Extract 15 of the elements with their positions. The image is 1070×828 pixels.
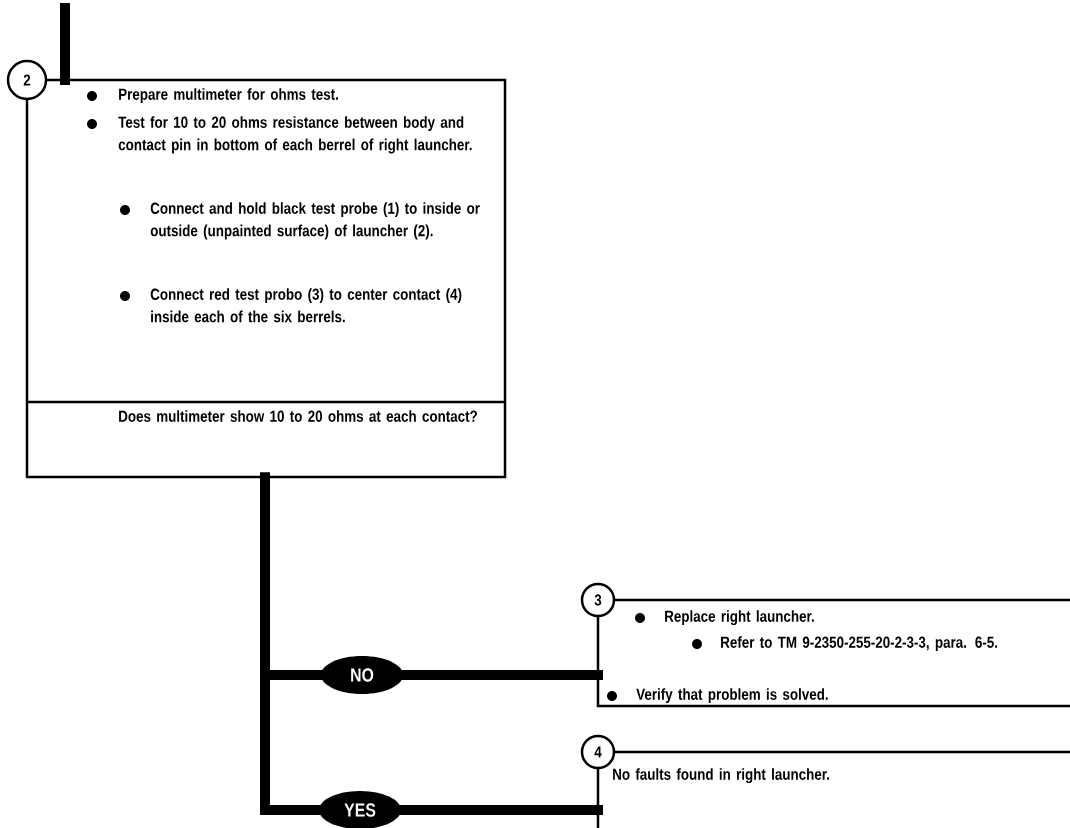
bullet-item: Prepare multimeter for ohms test. bbox=[87, 88, 338, 104]
bullet-item: Replace right launcher. bbox=[635, 610, 814, 626]
connector-line bbox=[260, 472, 603, 815]
bullet-item: Connect and hold black test probe (1) to inside or outside (unpainted surface) of launcher (2). bbox=[120, 202, 480, 240]
step-number: 3 bbox=[580, 582, 616, 618]
connector-line bbox=[60, 3, 70, 85]
bullet-item: Refer to TM 9-2350-255-20-2-3-3, para. 6-5. bbox=[692, 636, 997, 652]
question-text: No faults found in right launcher. bbox=[613, 768, 830, 784]
edge-label: YES bbox=[319, 791, 401, 828]
question-text: Does multimeter show 10 to 20 ohms at each contact? bbox=[119, 410, 477, 422]
step-number: 2 bbox=[6, 59, 48, 101]
bullet-item: Verify that problem is solved. bbox=[607, 688, 828, 704]
edge-label: NO bbox=[321, 656, 403, 694]
bullet-item: Connect red test probo (3) to center contact (4) inside each of the six berrels. bbox=[120, 288, 462, 323]
bullet-item: Test for 10 to 20 ohms resistance between body and contact pin in bottom of each berrel of right launcher. bbox=[87, 116, 472, 154]
